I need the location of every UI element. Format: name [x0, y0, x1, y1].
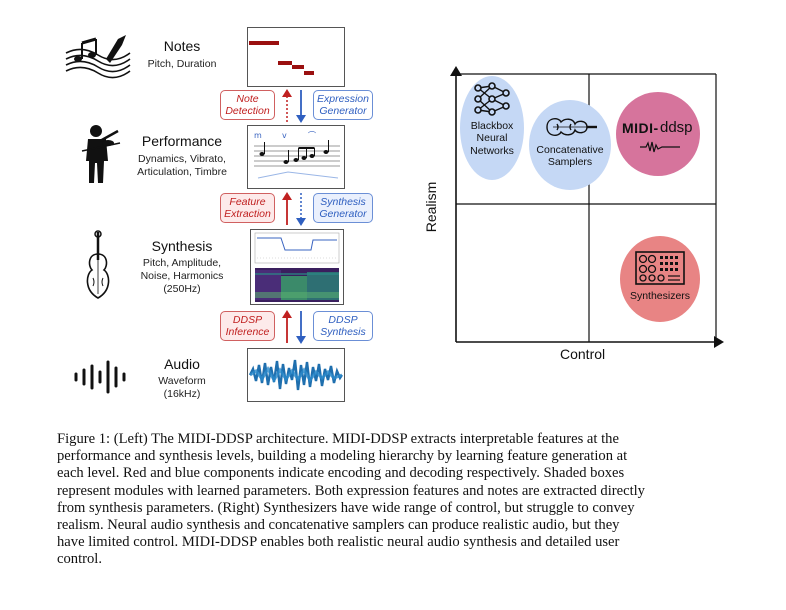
caption-line: control. [57, 551, 102, 568]
synthesis-subtitle-2: Noise, Harmonics [140, 270, 224, 282]
bubble-label: Concatenative [536, 143, 604, 156]
piano-roll-note [249, 41, 279, 45]
piano-roll-note [292, 65, 304, 69]
caption-line: have limited control. MIDI-DDSP enables … [57, 534, 620, 551]
svg-text:v: v [282, 131, 287, 140]
synthesizers-bubble: Synthesizers [620, 236, 700, 322]
caption-line: realism. Neural audio synthesis and conc… [57, 517, 620, 534]
module-label: Note [236, 93, 259, 105]
audio-wave-icon [74, 360, 126, 394]
module-label: Inference [225, 326, 270, 338]
decode-arrow-down [296, 311, 306, 344]
caption-line: each level. Red and blue components indi… [57, 465, 625, 482]
module-label: Feature [229, 196, 266, 208]
module-label: Detection [225, 105, 270, 117]
bubble-label: Synthesizers [629, 289, 691, 302]
module-label: Synthesis [320, 326, 366, 338]
neural-network-icon [474, 82, 510, 116]
notes-title: Notes [163, 38, 201, 54]
concatenative-samplers-bubble: Concatenative Samplers [529, 100, 611, 190]
ddsp-synthesis-module: DDSP Synthesis [313, 311, 373, 341]
encode-arrow-up [282, 310, 292, 343]
synthesizer-icon [635, 251, 685, 285]
violinist-icon [81, 125, 121, 183]
piano-roll-note [304, 71, 314, 75]
violin-icon [86, 230, 110, 299]
expression-generator-module: Expression Generator [313, 90, 373, 120]
module-label: Extraction [224, 208, 271, 220]
encode-arrow-up [282, 192, 292, 225]
waveform-panel [247, 348, 345, 402]
score-staff: m v ⌒ [254, 131, 340, 179]
synthesis-subtitle-1: Pitch, Amplitude, [142, 257, 222, 269]
decode-arrow-down [296, 90, 306, 123]
music-notes-icon [65, 35, 131, 79]
synthesis-title: Synthesis [151, 238, 213, 254]
module-label: Expression [317, 93, 369, 105]
soundwave-icon [640, 141, 680, 153]
piano-roll-note [278, 61, 292, 65]
figure-caption: Figure 1: (Left) The MIDI-DDSP architect… [57, 431, 727, 569]
performance-subtitle-2: Articulation, Timbre [137, 166, 227, 178]
synthesis-params-panel [250, 229, 344, 305]
performance-subtitle-1: Dynamics, Vibrato, [138, 153, 226, 165]
bubble-label: Samplers [547, 156, 593, 168]
audio-title: Audio [164, 356, 200, 372]
synthesis-subtitle-3: (250Hz) [163, 283, 201, 295]
midi-ddsp-logo: MIDI- [622, 120, 659, 136]
encode-arrow-up [282, 89, 292, 122]
ddsp-inference-module: DDSP Inference [220, 311, 275, 341]
synthesis-plots [254, 232, 340, 302]
performance-title: Performance [141, 133, 223, 149]
y-axis-label: Realism [423, 181, 439, 233]
violin-icon [546, 118, 597, 136]
blackbox-nn-bubble: Blackbox Neural Networks [460, 76, 524, 180]
midi-ddsp-bubble: MIDI- ddsp [616, 92, 700, 176]
module-label: Synthesis [320, 196, 366, 208]
caption-line: from synthesis parameters. (Right) Synth… [57, 499, 635, 516]
caption-line: performance and synthesis levels, buildi… [57, 448, 628, 465]
x-axis-label: Control [560, 346, 606, 362]
audio-subtitle-1: Waveform [158, 375, 206, 387]
notes-subtitle: Pitch, Duration [147, 58, 217, 70]
waveform-plot [248, 359, 343, 391]
decode-arrow-down [296, 193, 306, 226]
module-label: Generator [319, 208, 367, 220]
module-label: DDSP [328, 314, 358, 326]
caption-line: Figure 1: (Left) The MIDI-DDSP architect… [57, 431, 619, 447]
synthesis-generator-module: Synthesis Generator [313, 193, 373, 223]
piano-roll-panel [247, 27, 345, 87]
svg-text:m: m [254, 131, 262, 140]
module-label: DDSP [232, 314, 263, 326]
bubble-label: Networks [470, 144, 514, 157]
module-label: Generator [319, 105, 367, 117]
score-panel: m v ⌒ [247, 125, 345, 189]
caption-line: represent modules with learned parameter… [57, 482, 645, 499]
note-detection-module: Note Detection [220, 90, 275, 120]
bubble-label: Blackbox [470, 119, 514, 132]
audio-subtitle-2: (16kHz) [163, 388, 201, 400]
svg-text:⌒: ⌒ [308, 131, 316, 140]
bubble-label: Neural [476, 132, 508, 144]
feature-extraction-module: Feature Extraction [220, 193, 275, 223]
midi-ddsp-logo-ddsp: ddsp [660, 119, 693, 136]
